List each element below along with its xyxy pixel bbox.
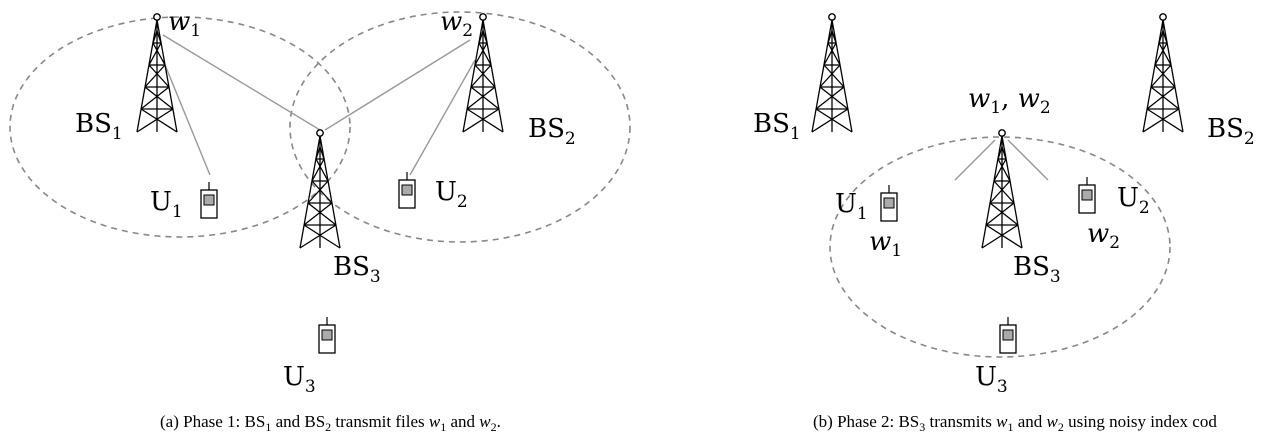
u1-file-label: w1 [869, 227, 902, 261]
link-bs1-u1 [162, 59, 211, 176]
u2-label-b: U2 [1117, 183, 1150, 218]
bs2-label: BS2 [528, 114, 576, 149]
u3-label-b: U3 [975, 362, 1008, 397]
bs3-label-b: BS3 [1013, 252, 1061, 287]
broadcast-ray-right [1007, 139, 1049, 181]
u2-file-label: w2 [1087, 219, 1120, 253]
broadcast-ray-left [954, 139, 996, 181]
u3-label: U3 [283, 362, 316, 397]
panel-a: w1 w2 BS1 BS2 BS3 U1 U2 U3 (a) Phase 1: … [9, 7, 631, 434]
caption-a: (a) Phase 1: BS1 and BS2 transmit files … [160, 412, 501, 434]
bs1-label: BS1 [75, 109, 123, 144]
u3-phone-icon-b [999, 316, 1017, 354]
caption-b: (b) Phase 2: BS3 transmits w1 and w2 usi… [813, 412, 1217, 434]
link-bs1-bs3 [162, 34, 321, 131]
bs2-coverage-ellipse [289, 11, 631, 243]
bs3-tower-icon [299, 129, 341, 249]
bs2-tower-icon-b [1142, 13, 1184, 133]
u1-label-b: U1 [835, 189, 868, 224]
bs3-coverage-ellipse [829, 136, 1171, 358]
u1-label: U1 [150, 187, 183, 222]
bs1-label-b: BS1 [753, 109, 801, 144]
u2-label: U2 [435, 177, 468, 212]
bs2-file-label: w2 [440, 7, 473, 41]
bs1-file-label: w1 [168, 7, 201, 41]
u1-phone-icon-b [880, 184, 898, 222]
bs1-tower-icon-b [811, 13, 853, 133]
link-bs2-u2 [409, 59, 476, 176]
u3-phone-icon [318, 316, 336, 354]
bs3-label: BS3 [333, 252, 381, 287]
panel-b: w1, w2 BS1 BS2 BS3 U1 U2 U3 w1 w2 (b) Ph… [753, 13, 1255, 434]
bs3-files-label: w1, w2 [968, 84, 1051, 118]
link-bs2-bs3 [324, 39, 471, 131]
u2-phone-icon [398, 171, 416, 209]
u1-phone-icon [200, 181, 218, 219]
bs1-coverage-ellipse [9, 16, 351, 238]
u2-phone-icon-b [1078, 176, 1096, 214]
bs2-label-b: BS2 [1207, 114, 1255, 149]
